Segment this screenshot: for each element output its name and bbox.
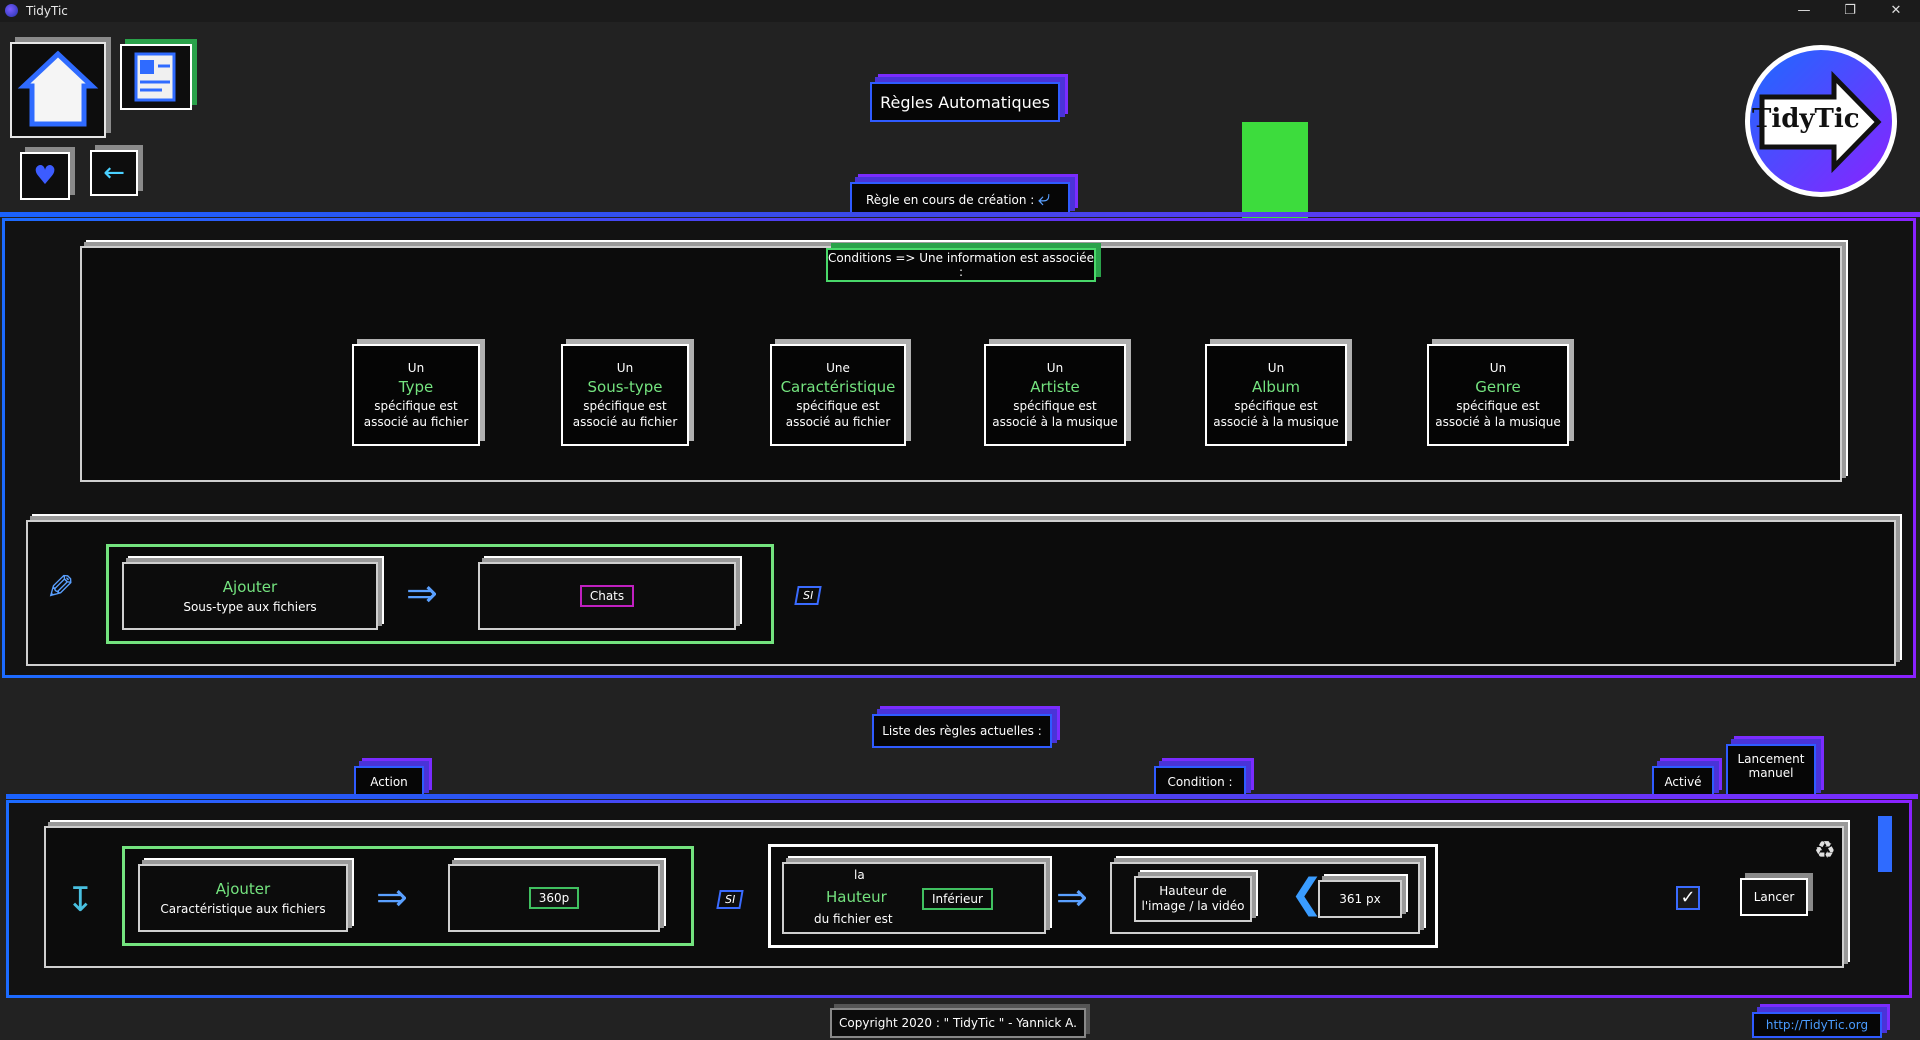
run-button[interactable]: Lancer	[1740, 878, 1808, 916]
logo-text: TidyTic	[1752, 104, 1860, 134]
rule-condition-pre: la	[854, 868, 865, 882]
card-name: Album	[1251, 378, 1301, 396]
title-bar: TidyTic — ❐ ✕	[0, 0, 1920, 22]
website-link[interactable]: http://TidyTic.org	[1752, 1012, 1882, 1038]
tidytic-logo: TidyTic	[1742, 42, 1900, 200]
rule-value-pill: 360p	[528, 887, 580, 909]
app-icon	[5, 4, 18, 17]
condition-card-album[interactable]: Un Album spécifique est associé à la mus…	[1205, 344, 1347, 446]
undo-icon[interactable]: ⤶	[1038, 186, 1051, 211]
arrow-left-icon: ←	[103, 158, 125, 188]
active-checkbox[interactable]: ✓	[1676, 886, 1700, 910]
window-title: TidyTic	[26, 4, 68, 18]
arrow-down-icon[interactable]: ↧	[66, 880, 95, 920]
card-pre: Un	[1267, 361, 1285, 375]
rule-condition-post: du fichier est	[814, 912, 893, 926]
double-arrow-right-icon: ⇒	[376, 875, 408, 919]
heart-icon: ♥	[33, 161, 57, 191]
card-post1: spécifique est	[374, 399, 458, 413]
home-button[interactable]	[10, 42, 106, 138]
double-arrow-right-icon: ⇒	[406, 571, 438, 615]
card-post1: spécifique est	[583, 399, 667, 413]
back-button[interactable]: ←	[90, 150, 138, 196]
card-name: Sous-type	[587, 378, 663, 396]
restore-button[interactable]: ❐	[1844, 3, 1856, 18]
draft-action-box[interactable]: Ajouter Sous-type aux fichiers	[122, 562, 378, 630]
condition-card-artist[interactable]: Un Artiste spécifique est associé à la m…	[984, 344, 1126, 446]
rule-in-progress-header: Règle en cours de création : ⤶	[850, 182, 1070, 216]
rules-list-title: Liste des règles actuelles :	[872, 714, 1052, 748]
card-pre: Un	[407, 361, 425, 375]
creation-panel-strip	[0, 212, 1920, 217]
double-arrow-right-icon: ⇒	[1056, 875, 1088, 919]
minimize-button[interactable]: —	[1797, 3, 1811, 18]
card-name: Artiste	[1030, 378, 1080, 396]
column-header-manual-line1: Lancement	[1737, 752, 1805, 766]
rules-editor-button[interactable]	[120, 44, 192, 110]
rule-condition-name: Hauteur	[826, 888, 887, 906]
home-icon	[17, 50, 99, 127]
card-post2: associé à la musique	[992, 415, 1118, 429]
column-header-active: Activé	[1652, 766, 1714, 798]
close-button[interactable]: ✕	[1890, 3, 1902, 18]
rule-condition-threshold-box[interactable]: Hauteur de l'image / la vidéo ❮ 361 px	[1110, 862, 1420, 934]
rule-value-box[interactable]: 360p	[448, 864, 660, 932]
rule-action-target: Caractéristique aux fichiers	[160, 902, 326, 916]
less-than-icon: ❮	[1290, 871, 1324, 917]
rule-condition-field-box[interactable]: la Hauteur du fichier est Inférieur	[782, 862, 1046, 934]
card-post2: associé au fichier	[785, 415, 891, 429]
column-header-condition: Condition :	[1154, 766, 1246, 798]
card-pre: Un	[616, 361, 634, 375]
condition-card-genre[interactable]: Un Genre spécifique est associé à la mus…	[1427, 344, 1569, 446]
card-post1: spécifique est	[1013, 399, 1097, 413]
rule-action-box[interactable]: Ajouter Caractéristique aux fichiers	[138, 864, 348, 932]
condition-card-characteristic[interactable]: Une Caractéristique spécifique est assoc…	[770, 344, 906, 446]
field-name-line1: Hauteur de	[1159, 884, 1227, 898]
favorites-button[interactable]: ♥	[20, 152, 70, 200]
column-header-manual-line2: manuel	[1748, 766, 1794, 780]
card-name: Genre	[1475, 378, 1521, 396]
draft-value-box[interactable]: Chats	[478, 562, 736, 630]
field-name-box: Hauteur de l'image / la vidéo	[1134, 876, 1252, 922]
rule-in-progress-label: Règle en cours de création :	[866, 193, 1035, 207]
threshold-value: 361 px	[1318, 880, 1402, 918]
rule-action-verb: Ajouter	[215, 880, 271, 898]
card-post1: spécifique est	[1456, 399, 1540, 413]
draft-action-target: Sous-type aux fichiers	[183, 600, 317, 614]
card-name: Caractéristique	[780, 378, 896, 396]
draft-value-pill: Chats	[579, 585, 635, 607]
page-title: Règles Automatiques	[870, 82, 1060, 122]
card-pre: Une	[826, 361, 850, 375]
card-post2: associé à la musique	[1213, 415, 1339, 429]
document-edit-icon	[134, 52, 176, 102]
pencil-icon[interactable]: ✎	[46, 568, 75, 608]
card-post1: spécifique est	[796, 399, 880, 413]
rules-panel-strip	[6, 794, 1918, 799]
card-pre: Un	[1489, 361, 1507, 375]
field-name-line2: l'image / la vidéo	[1141, 899, 1245, 913]
conditions-title: Conditions => Une information est associ…	[826, 248, 1096, 282]
delete-icon[interactable]: ♻	[1814, 836, 1836, 864]
column-header-manual: Lancement manuel	[1726, 744, 1816, 798]
card-name: Type	[398, 378, 434, 396]
condition-card-type[interactable]: Un Type spécifique est associé au fichie…	[352, 344, 480, 446]
condition-card-subtype[interactable]: Un Sous-type spécifique est associé au f…	[561, 344, 689, 446]
rules-scrollbar-thumb[interactable]	[1878, 816, 1892, 872]
card-pre: Un	[1046, 361, 1064, 375]
card-post2: associé à la musique	[1435, 415, 1561, 429]
si-badge: SI	[716, 890, 744, 909]
comparator-pill[interactable]: Inférieur	[922, 888, 993, 910]
card-post2: associé au fichier	[363, 415, 469, 429]
si-badge: SI	[794, 586, 822, 605]
card-post2: associé au fichier	[572, 415, 678, 429]
card-post1: spécifique est	[1234, 399, 1318, 413]
draft-action-verb: Ajouter	[222, 578, 278, 596]
copyright: Copyright 2020 : " TidyTic " - Yannick A…	[830, 1008, 1086, 1038]
